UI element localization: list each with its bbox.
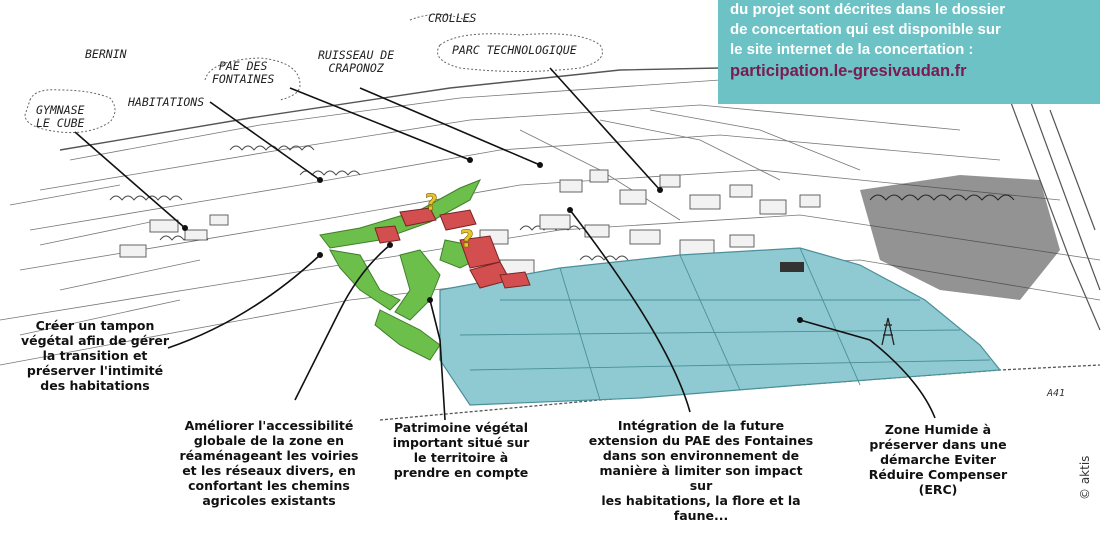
label-habitations: HABITATIONS bbox=[128, 95, 205, 109]
label-gymnase-line1: GYMNASE bbox=[36, 103, 85, 117]
pylon-icon bbox=[881, 317, 895, 346]
factory-block bbox=[780, 262, 804, 272]
label-crolles: CROLLES bbox=[428, 11, 477, 25]
caption-line: le territoire à bbox=[413, 450, 509, 465]
caption-line: réaménageant les voiries bbox=[179, 448, 359, 463]
sketch-signature: A41 bbox=[1047, 388, 1066, 399]
vegetation-areas bbox=[319, 179, 482, 361]
caption-line: globale de la zone en bbox=[193, 433, 345, 448]
caption-line: extension du PAE des Fontaines bbox=[588, 433, 814, 448]
caption-line: confortant les chemins bbox=[188, 478, 350, 493]
label-pae-line2: FONTAINES bbox=[212, 72, 275, 86]
buildings-sketch bbox=[119, 169, 821, 277]
caption-line: et les réseaux divers, en bbox=[182, 463, 356, 478]
horizon-line bbox=[59, 67, 721, 151]
info-line-1: du projet sont décrites dans le dossier bbox=[730, 1, 1006, 18]
label-ruisseau-line2: CRAPONOZ bbox=[328, 61, 384, 75]
caption-line: (ERC) bbox=[918, 482, 958, 497]
caption-line: des habitations bbox=[40, 378, 150, 393]
label-gymnase-line2: LE CUBE bbox=[36, 116, 85, 130]
caption-tampon-vegetal: Créer un tampon végétal afin de gérer la… bbox=[20, 318, 170, 393]
label-ruisseau-de-craponoz: RUISSEAU DE CRAPONOZ bbox=[318, 49, 394, 75]
landscape-texture bbox=[0, 79, 1101, 366]
caption-accessibilite: Améliorer l'accessibilité globale de la … bbox=[178, 418, 360, 508]
info-line-2: de concertation qui est disponible sur bbox=[730, 21, 1001, 38]
participation-link[interactable]: participation.le-gresivaudan.fr bbox=[730, 62, 967, 80]
caption-line: les habitations, la flore et la bbox=[601, 493, 801, 508]
caption-line: Intégration de la future bbox=[617, 418, 785, 433]
label-gymnase-le-cube: GYMNASE LE CUBE bbox=[36, 104, 84, 130]
forest-area bbox=[860, 175, 1060, 300]
label-clouds bbox=[24, 14, 603, 133]
info-line-3: le site internet de la concertation : bbox=[730, 41, 974, 58]
copyright-credit: © aktis bbox=[1078, 455, 1092, 500]
caption-line: agricoles existants bbox=[202, 493, 336, 508]
caption-line: Améliorer l'accessibilité bbox=[184, 418, 354, 433]
caption-patrimoine-vegetal: Patrimoine végétal important situé sur l… bbox=[388, 420, 534, 480]
caption-line: démarche Eviter bbox=[880, 452, 996, 467]
wetland-field-lines bbox=[459, 247, 991, 401]
label-bernin: BERNIN bbox=[85, 47, 127, 61]
planned-buildings bbox=[374, 207, 531, 289]
caption-line: faune... bbox=[673, 508, 729, 523]
caption-line: prendre en compte bbox=[393, 465, 529, 480]
svg-text:?: ? bbox=[425, 191, 438, 216]
forest-texture bbox=[869, 194, 1015, 201]
leader-lines bbox=[74, 67, 936, 421]
label-pae-des-fontaines: PAE DES FONTAINES bbox=[212, 60, 274, 86]
caption-line: important situé sur bbox=[392, 435, 530, 450]
caption-line: Zone Humide à bbox=[884, 422, 992, 437]
svg-text:?: ? bbox=[460, 225, 474, 253]
caption-line: préserver dans une bbox=[869, 437, 1007, 452]
tree-clumps bbox=[109, 145, 629, 261]
question-marks: ? ? bbox=[425, 191, 475, 254]
caption-line: Patrimoine végétal bbox=[393, 420, 529, 435]
caption-integration-extension: Intégration de la future extension du PA… bbox=[588, 418, 814, 523]
info-box: du projet sont décrites dans le dossier … bbox=[718, 0, 1100, 104]
motorway bbox=[1009, 99, 1101, 331]
label-parc-technologique: PARC TECHNOLOGIQUE bbox=[452, 43, 577, 57]
caption-zone-humide: Zone Humide à préserver dans une démarch… bbox=[868, 422, 1008, 497]
label-ruisseau-line1: RUISSEAU DE bbox=[318, 48, 395, 62]
caption-line: Créer un tampon bbox=[35, 318, 155, 333]
caption-line: la transition et bbox=[42, 348, 148, 363]
label-pae-line1: PAE DES bbox=[218, 59, 268, 73]
leader-tips bbox=[182, 157, 803, 323]
caption-line: Réduire Compenser bbox=[868, 467, 1008, 482]
caption-line: préserver l'intimité bbox=[26, 363, 164, 378]
caption-line: manière à limiter son impact sur bbox=[599, 463, 803, 493]
caption-line: dans son environnement de bbox=[602, 448, 800, 463]
caption-line: végétal afin de gérer bbox=[20, 333, 170, 348]
